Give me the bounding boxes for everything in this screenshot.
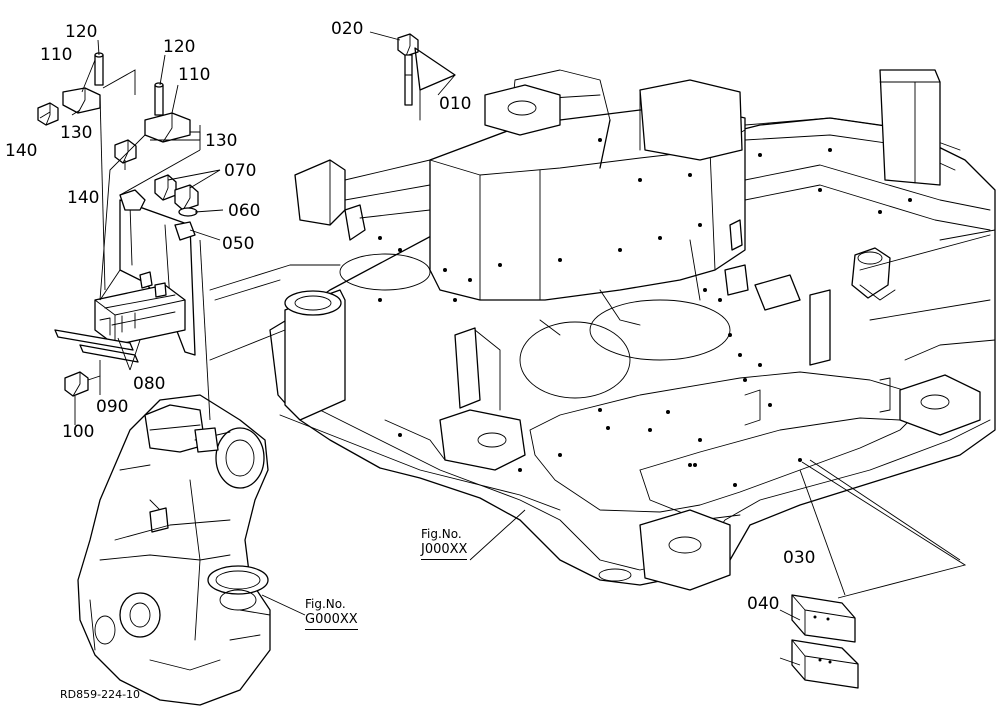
- callout-130-upper-left: 130: [60, 123, 93, 143]
- callout-120-upper-left: 120: [65, 22, 98, 42]
- drawing-code: RD859-224-10: [60, 688, 141, 701]
- bracket-110-lower: [144, 82, 191, 143]
- rod-090: [54, 329, 139, 363]
- callout-030: 030: [783, 548, 816, 568]
- bolts-070: [154, 174, 199, 211]
- callout-060: 060: [228, 201, 261, 221]
- callout-080: 080: [133, 374, 166, 394]
- plate-010: [414, 47, 456, 121]
- callout-090: 090: [96, 397, 129, 417]
- callout-050: 050: [222, 234, 255, 254]
- pad-030: [791, 594, 856, 643]
- bolt-140-lower: [114, 139, 137, 164]
- callout-010: 010: [439, 94, 472, 114]
- pad-040: [791, 639, 859, 689]
- callout-040: 040: [747, 594, 780, 614]
- figure-ref-j-label: Fig.No.: [421, 527, 462, 541]
- bracket-110-upper: [62, 52, 104, 114]
- bracket-080: [94, 271, 186, 346]
- swing-bracket-casting: [77, 394, 271, 706]
- callout-070: 070: [224, 161, 257, 181]
- callout-140-upper-left: 140: [5, 141, 38, 161]
- callout-140-lower: 140: [67, 188, 100, 208]
- callout-130-upper-right: 130: [205, 131, 238, 151]
- callout-120-upper-right: 120: [163, 37, 196, 57]
- callout-020: 020: [331, 19, 364, 39]
- leader-lines: [39, 31, 967, 666]
- callout-100: 100: [62, 422, 95, 442]
- main-frame: [209, 69, 996, 591]
- frame-holes: [378, 138, 912, 487]
- bolt-140-upper: [37, 102, 59, 126]
- figure-ref-g-number: G000XX: [305, 612, 358, 631]
- callout-110-upper-left: 110: [40, 45, 73, 65]
- figure-ref-j000xx: Fig.No. J000XX: [421, 527, 468, 561]
- bolt-100: [64, 371, 101, 397]
- figure-ref-g-label: Fig.No.: [305, 597, 346, 611]
- bolt-020: [397, 33, 419, 106]
- figure-ref-j-number: J000XX: [421, 542, 468, 561]
- washer-060: [178, 207, 198, 217]
- callout-110-upper-right: 110: [178, 65, 211, 85]
- figure-ref-g000xx: Fig.No. G000XX: [305, 597, 358, 631]
